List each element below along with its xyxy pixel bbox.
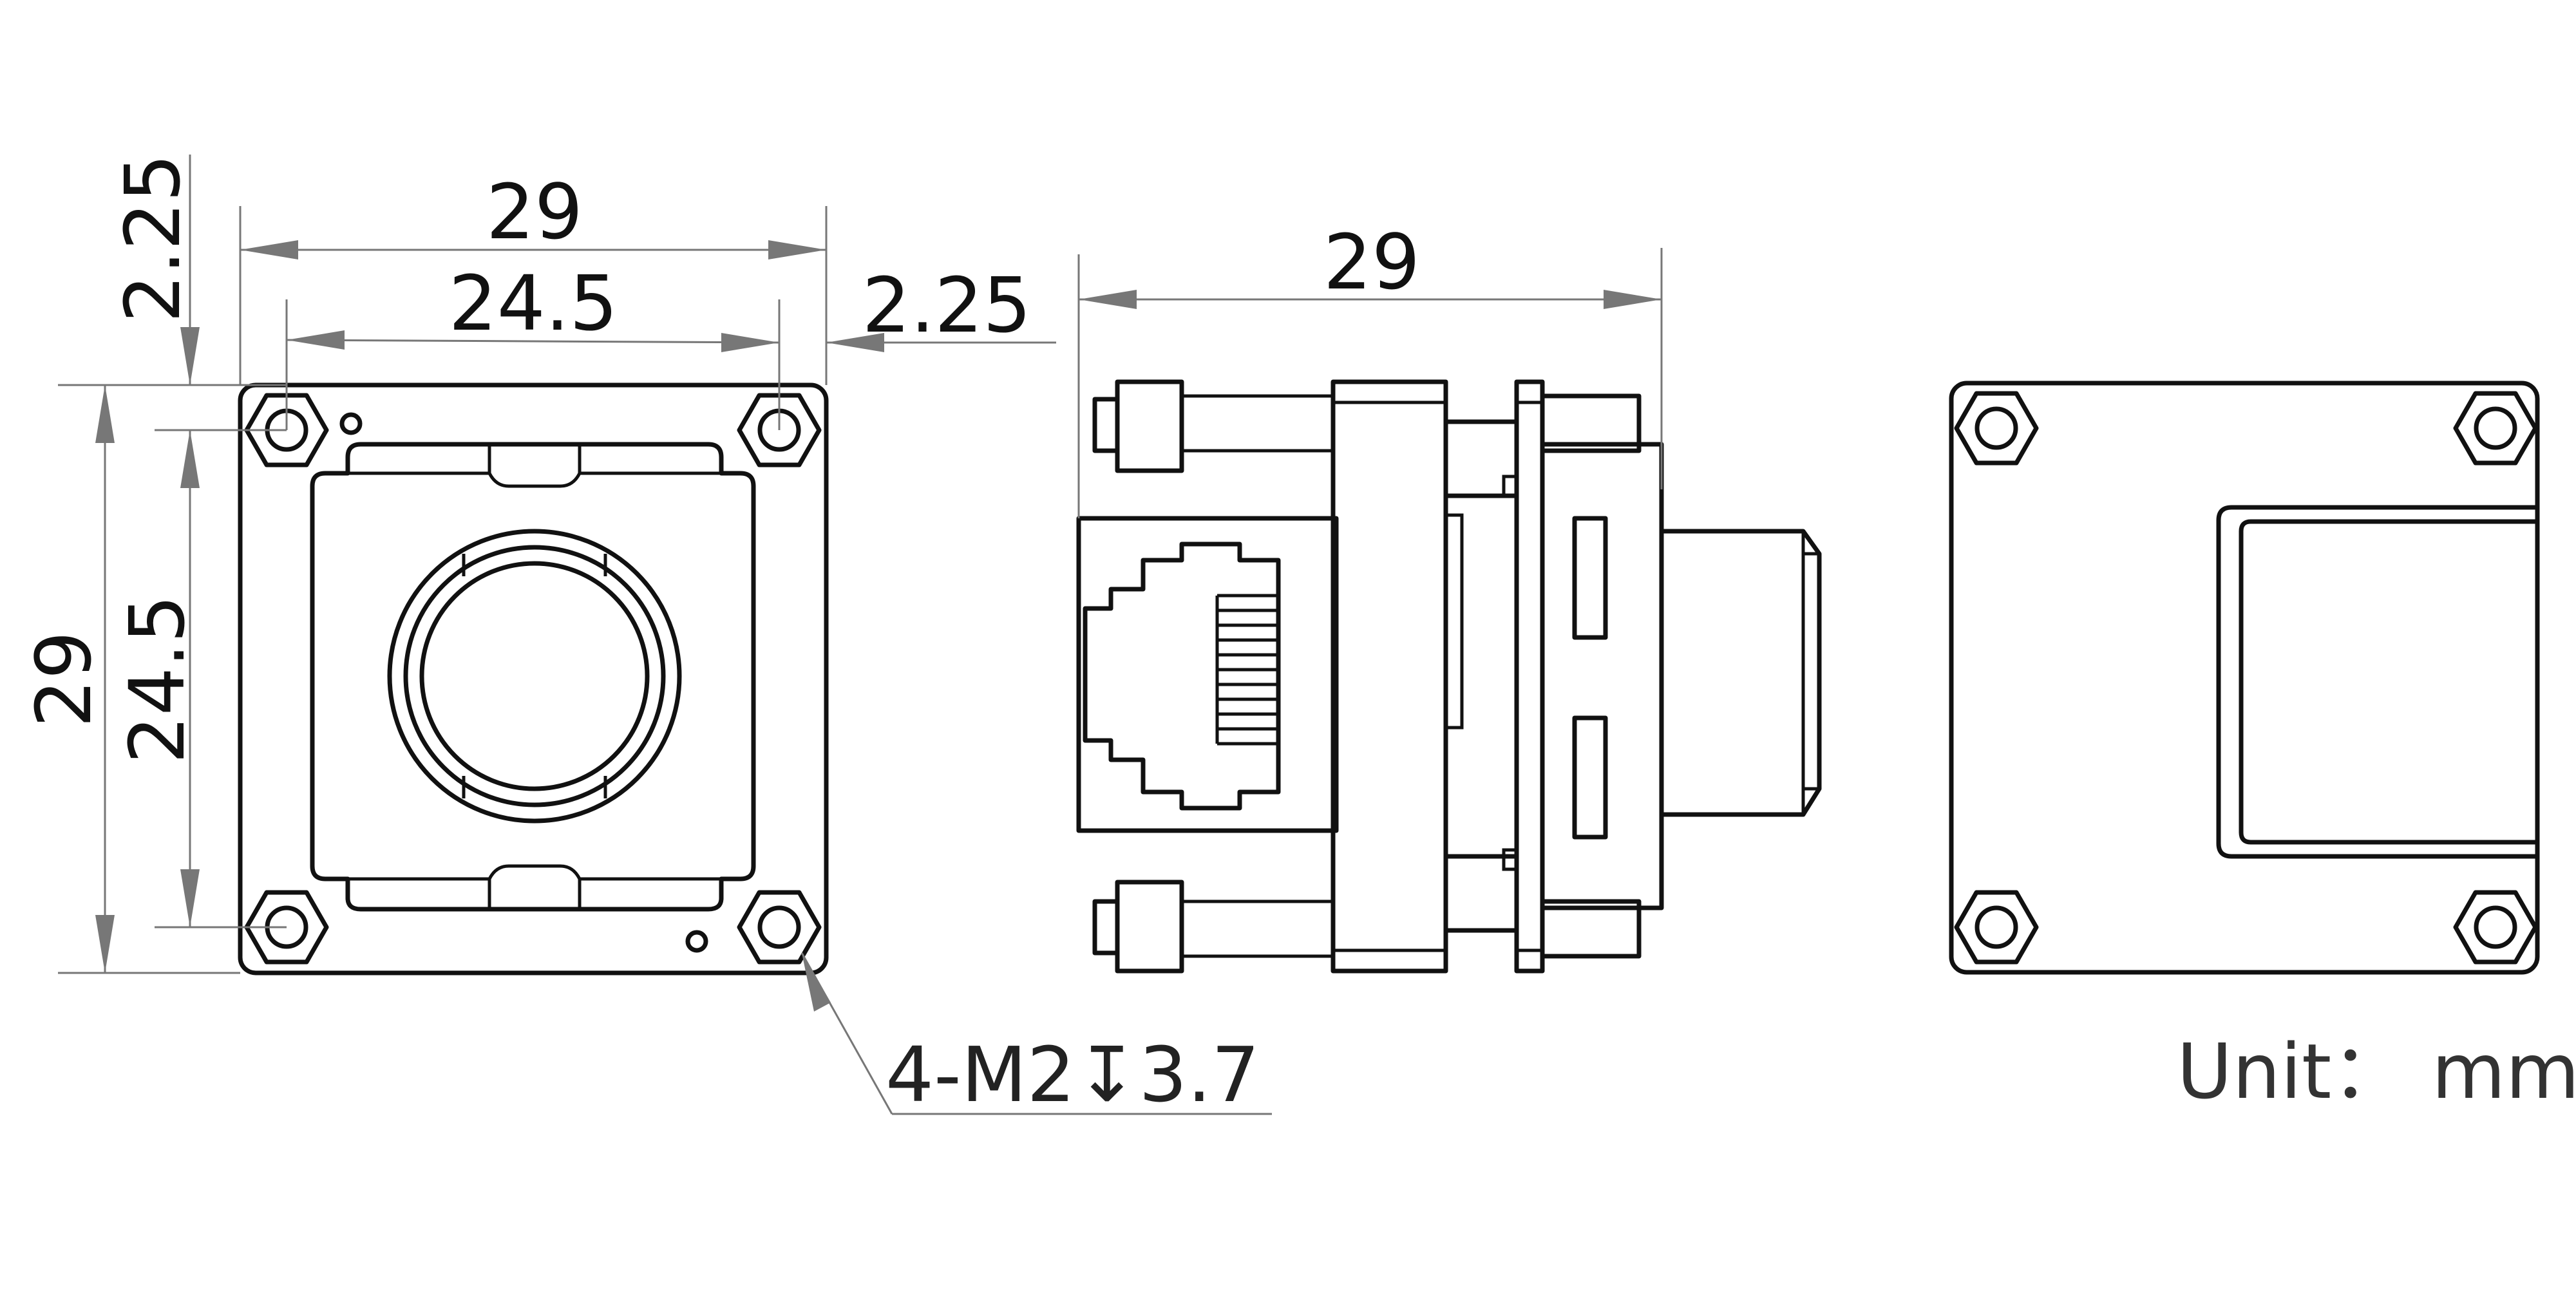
corner-screw-icon — [1956, 393, 2036, 463]
ethernet-port-icon — [1083, 542, 1281, 811]
sensor-board — [310, 442, 756, 912]
middle-ring — [1331, 379, 1448, 974]
dim-height-holes: 24.5 — [113, 595, 202, 764]
corner-screw-icon — [1956, 892, 2036, 962]
unit-label: Unit： mm — [2177, 1027, 2576, 1116]
front-dimensions: 29 24.5 2.25 2.25 29 24.5 4-M2↧3.7 — [19, 154, 1272, 1119]
port-contacts — [1215, 594, 1278, 746]
dim-height-outer: 29 — [19, 631, 108, 728]
side-dimensions: 29 — [1077, 218, 1663, 518]
lens-port — [2216, 505, 2537, 859]
corner-screw-icon — [2456, 393, 2535, 463]
front-outline — [238, 382, 829, 975]
front-view — [238, 382, 829, 975]
front-plate — [1514, 379, 1545, 974]
dim-offset-top: 2.25 — [108, 154, 197, 323]
lens-opening — [419, 561, 650, 791]
back-view — [1949, 381, 2540, 975]
mounting-hole-icon — [739, 892, 819, 962]
corner-screw-icon — [2456, 892, 2535, 962]
dim-width-holes: 24.5 — [449, 259, 618, 348]
lens-mount-outer — [387, 529, 682, 824]
back-board — [1076, 516, 1339, 833]
dim-width-outer: 29 — [486, 167, 583, 256]
hole-callout: 4-M2↧3.7 — [886, 1030, 1260, 1119]
back-outline — [1949, 381, 2540, 975]
sensor-housing — [1540, 442, 1664, 910]
lens-holder — [1662, 529, 1822, 817]
dim-offset-right: 2.25 — [862, 261, 1032, 350]
side-view — [1076, 379, 1822, 974]
dim-depth: 29 — [1323, 218, 1420, 306]
